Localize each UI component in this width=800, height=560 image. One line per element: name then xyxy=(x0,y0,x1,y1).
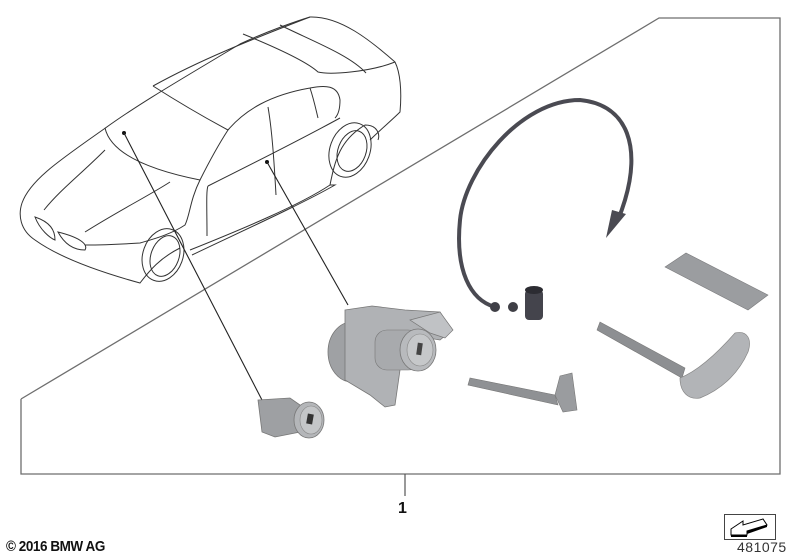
reference-number-label: 1 xyxy=(398,500,407,517)
leader-trunk-lock xyxy=(123,132,263,401)
cover-plate xyxy=(664,252,769,311)
car-outline xyxy=(19,16,402,284)
assembly-frame xyxy=(20,17,781,475)
diagram-number: 481075 xyxy=(737,539,787,555)
trunk-lock-cylinder xyxy=(257,397,325,439)
emergency-key-blade xyxy=(596,321,750,399)
door-lock-cylinder xyxy=(327,305,454,408)
transponder-cable-loop xyxy=(457,97,634,320)
arrow-back-icon[interactable] xyxy=(724,514,776,540)
copyright-text: © 2016 BMW AG xyxy=(6,538,105,555)
leader-door-lock xyxy=(266,161,349,306)
l-shaped-tool xyxy=(467,372,578,413)
